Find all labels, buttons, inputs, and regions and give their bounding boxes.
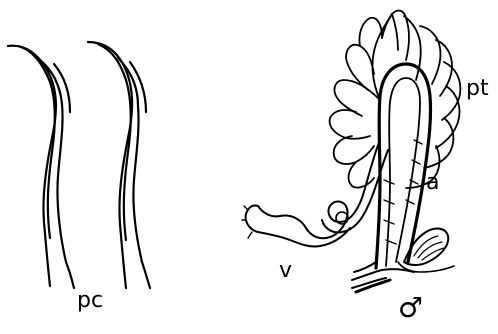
label-pc: pc bbox=[77, 290, 103, 312]
label-male-symbol: ♂ bbox=[398, 294, 423, 322]
central-body bbox=[376, 64, 431, 268]
label-v: v bbox=[279, 260, 292, 282]
label-pt: pt bbox=[466, 78, 489, 100]
hair-structure-right bbox=[88, 42, 150, 288]
hair-structure-left bbox=[8, 46, 74, 288]
base-structure bbox=[352, 229, 454, 292]
plume-tentacles bbox=[330, 11, 461, 188]
label-a: a bbox=[426, 172, 439, 194]
